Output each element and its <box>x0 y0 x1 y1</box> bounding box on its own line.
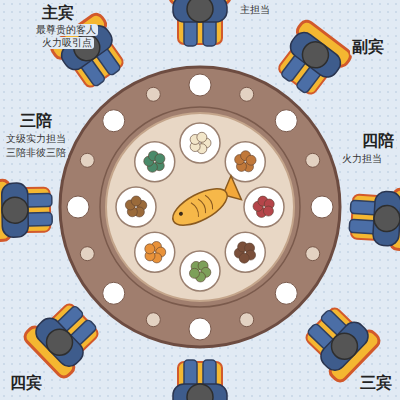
shoulders <box>316 318 372 375</box>
dish <box>116 187 156 227</box>
seat-note: 火力担当 <box>340 153 384 165</box>
plate <box>275 282 297 304</box>
lazy-susan <box>106 113 294 301</box>
food <box>145 244 155 254</box>
seat-title: 主宾 <box>40 4 76 22</box>
seat-title: 四宾 <box>8 374 44 392</box>
seat-note: 文级实力担当 <box>4 133 68 145</box>
dish <box>135 142 175 182</box>
food <box>239 253 249 263</box>
dish <box>244 187 284 227</box>
dish <box>135 232 175 272</box>
plate <box>67 196 89 218</box>
shoulders <box>31 314 87 371</box>
seat-title: 副宾 <box>350 38 386 56</box>
cup <box>306 247 320 261</box>
dish <box>180 123 220 163</box>
cup <box>146 87 160 101</box>
plate <box>103 110 125 132</box>
fish-body <box>167 181 232 232</box>
lazy-susan-rim <box>100 107 300 307</box>
seat-note: 三陪非彼三陪 <box>4 147 68 159</box>
plate <box>103 282 125 304</box>
seat-note: 最尊贵的客人 <box>34 24 98 36</box>
seat-note: 主担当 <box>238 4 272 16</box>
food <box>197 132 207 142</box>
shoulders <box>173 0 227 22</box>
cup <box>80 153 94 167</box>
dish <box>225 232 265 272</box>
seat-title: 四陪 <box>360 132 396 150</box>
head <box>187 0 213 22</box>
shoulders <box>372 191 400 247</box>
food <box>155 154 165 164</box>
cup <box>240 87 254 101</box>
fish-eye <box>178 211 183 216</box>
plate <box>275 110 297 132</box>
head <box>297 37 333 73</box>
head <box>41 324 78 361</box>
cup <box>146 313 160 327</box>
seat-title: 三陪 <box>18 112 54 130</box>
shoulders <box>2 183 29 237</box>
seat-title: 三宾 <box>358 374 394 392</box>
cup <box>240 313 254 327</box>
seat-note: 火力吸引点 <box>40 37 94 49</box>
cup <box>80 247 94 261</box>
guest-figure <box>269 18 353 102</box>
food <box>131 196 141 206</box>
head <box>326 328 363 365</box>
plate <box>189 74 211 96</box>
cup <box>306 153 320 167</box>
fish-scale <box>205 194 215 209</box>
food <box>189 268 199 278</box>
plate <box>189 318 211 340</box>
guest-figure <box>348 186 400 250</box>
head <box>187 384 213 400</box>
fish-scale <box>191 202 201 217</box>
guest-figure <box>0 180 53 241</box>
shoulders <box>286 28 345 81</box>
shoulders <box>173 384 227 400</box>
guest-figure <box>297 299 382 384</box>
guest-figure <box>170 0 230 46</box>
food <box>246 155 256 165</box>
head <box>2 197 28 223</box>
fish <box>167 176 243 233</box>
food <box>263 206 273 216</box>
guest-figure <box>170 360 230 400</box>
head <box>373 205 400 233</box>
dish <box>180 251 220 291</box>
plate <box>311 196 333 218</box>
fish-scale <box>198 198 208 213</box>
table-top <box>60 67 340 347</box>
round-table <box>60 67 340 347</box>
guest-figure <box>22 295 107 380</box>
